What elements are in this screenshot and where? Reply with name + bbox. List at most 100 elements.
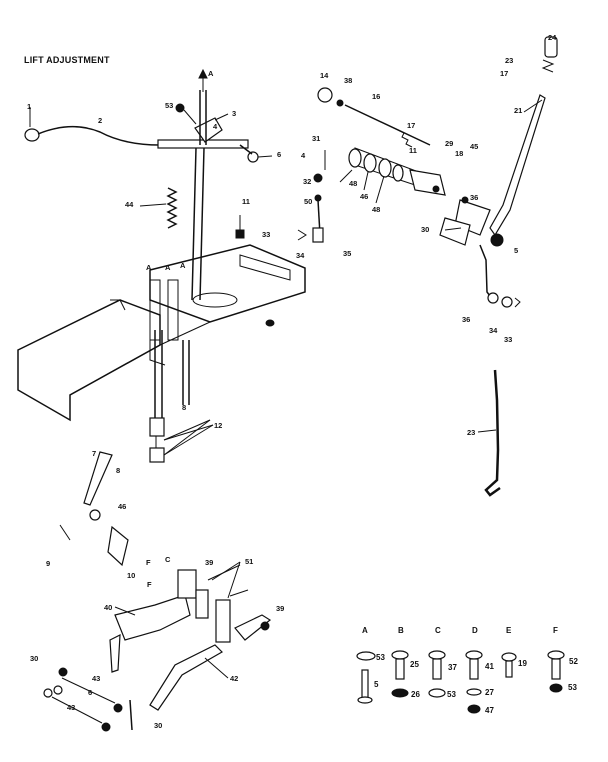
callout-46b: 46: [118, 502, 126, 511]
lever-knob: [541, 36, 558, 73]
hardware-legend: [356, 650, 565, 714]
legend-b-25: 25: [410, 660, 419, 669]
callout-48a: 48: [349, 179, 357, 188]
callout-c: C: [165, 555, 171, 564]
callout-b8: 8: [182, 403, 186, 412]
callout-36: 36: [470, 193, 478, 202]
callout-11: 11: [242, 197, 250, 206]
diagram-title: LIFT ADJUSTMENT: [24, 55, 110, 65]
callout-44: 44: [125, 200, 134, 209]
callout-43a: 43: [92, 674, 100, 683]
callout-29: 29: [445, 139, 453, 148]
callout-30b: 30: [30, 654, 38, 663]
callout-18: 18: [455, 149, 463, 158]
callout-3: 3: [232, 109, 236, 118]
legend-letter-a: A: [362, 626, 368, 635]
lift-rod-bracket: [157, 139, 259, 163]
callout-50: 50: [304, 197, 312, 206]
lift-lever: [489, 94, 546, 237]
callout-30a: 30: [421, 225, 429, 234]
legend-d-27: 27: [485, 688, 494, 697]
callout-11b: 11: [409, 146, 417, 155]
bolt: [235, 215, 245, 239]
legend-letter-e: E: [506, 626, 512, 635]
legend-a-5: 5: [374, 680, 379, 689]
lift-handle-knob: [24, 107, 40, 142]
callout-14: 14: [320, 71, 329, 80]
section-mark-a-3: A: [180, 261, 186, 270]
callout-f1: F: [146, 558, 151, 567]
callout-40: 40: [104, 603, 112, 612]
callout-f2: F: [147, 580, 152, 589]
legend-d-41: 41: [485, 662, 494, 671]
callout-12: 12: [214, 421, 222, 430]
legend-e-19: 19: [518, 659, 527, 668]
lever-pivot: [439, 199, 504, 247]
adjuster-link: [297, 150, 326, 243]
callout-46: 46: [360, 192, 368, 201]
callout-51: 51: [245, 557, 253, 566]
lift-cable: [37, 125, 240, 146]
callout-2: 2: [98, 116, 102, 125]
callout-38: 38: [344, 76, 352, 85]
callout-33b: 33: [504, 335, 512, 344]
leader-lines: [114, 99, 543, 679]
callout-8: 8: [116, 466, 120, 475]
callout-39b: 39: [276, 604, 284, 613]
legend-f-53: 53: [568, 683, 577, 692]
callout-30c: 30: [154, 721, 162, 730]
legend-f-52: 52: [569, 657, 578, 666]
legend-a-53: 53: [376, 653, 385, 662]
legend-b-26: 26: [411, 690, 420, 699]
section-mark-a-2: A: [165, 263, 171, 272]
callout-42: 42: [230, 674, 238, 683]
callout-10: 10: [127, 571, 135, 580]
callout-16: 16: [372, 92, 380, 101]
callout-23b: 23: [467, 428, 475, 437]
legend-letter-d: D: [472, 626, 478, 635]
callout-36b: 36: [462, 315, 470, 324]
callout-34a: 34: [296, 251, 305, 260]
legend-d-47: 47: [485, 706, 494, 715]
callout-33: 33: [262, 230, 270, 239]
callout-32: 32: [303, 177, 311, 186]
lower-lever-link: [479, 244, 521, 308]
callout-5: 5: [514, 246, 518, 255]
callout-17: 17: [407, 121, 415, 130]
section-mark-a-top: A: [208, 69, 214, 78]
callout-24: 24: [548, 33, 557, 42]
legend-c-53: 53: [447, 690, 456, 699]
callout-4: 4: [213, 122, 218, 131]
callout-6: 6: [277, 150, 281, 159]
spring: [166, 187, 178, 229]
callout-4b: 4: [301, 151, 306, 160]
callout-1: 1: [27, 102, 31, 111]
legend-letter-c: C: [435, 626, 441, 635]
callout-23: 23: [505, 56, 513, 65]
callout-7: 7: [92, 449, 96, 458]
callout-31: 31: [312, 134, 320, 143]
callout-17b: 17: [500, 69, 508, 78]
callout-48b: 48: [372, 205, 380, 214]
callout-35: 35: [343, 249, 351, 258]
callout-39: 39: [205, 558, 213, 567]
pivot-rod-assembly: [317, 87, 469, 204]
section-mark-a-1: A: [146, 263, 152, 272]
tractor-frame: [17, 244, 306, 422]
control-rod: [484, 369, 501, 497]
legend-letter-f: F: [553, 626, 558, 635]
lift-shaft: [191, 68, 208, 301]
lift-rods: [149, 330, 211, 463]
callout-21: 21: [514, 106, 522, 115]
legend-c-37: 37: [448, 663, 457, 672]
legend-letter-b: B: [398, 626, 404, 635]
lift-link-assembly: [109, 564, 272, 673]
callout-53: 53: [165, 101, 173, 110]
lift-link-lower: [43, 644, 223, 732]
callout-6b: 6: [88, 688, 92, 697]
callout-34b: 34: [489, 326, 498, 335]
callout-45: 45: [470, 142, 478, 151]
callout-9: 9: [46, 559, 50, 568]
